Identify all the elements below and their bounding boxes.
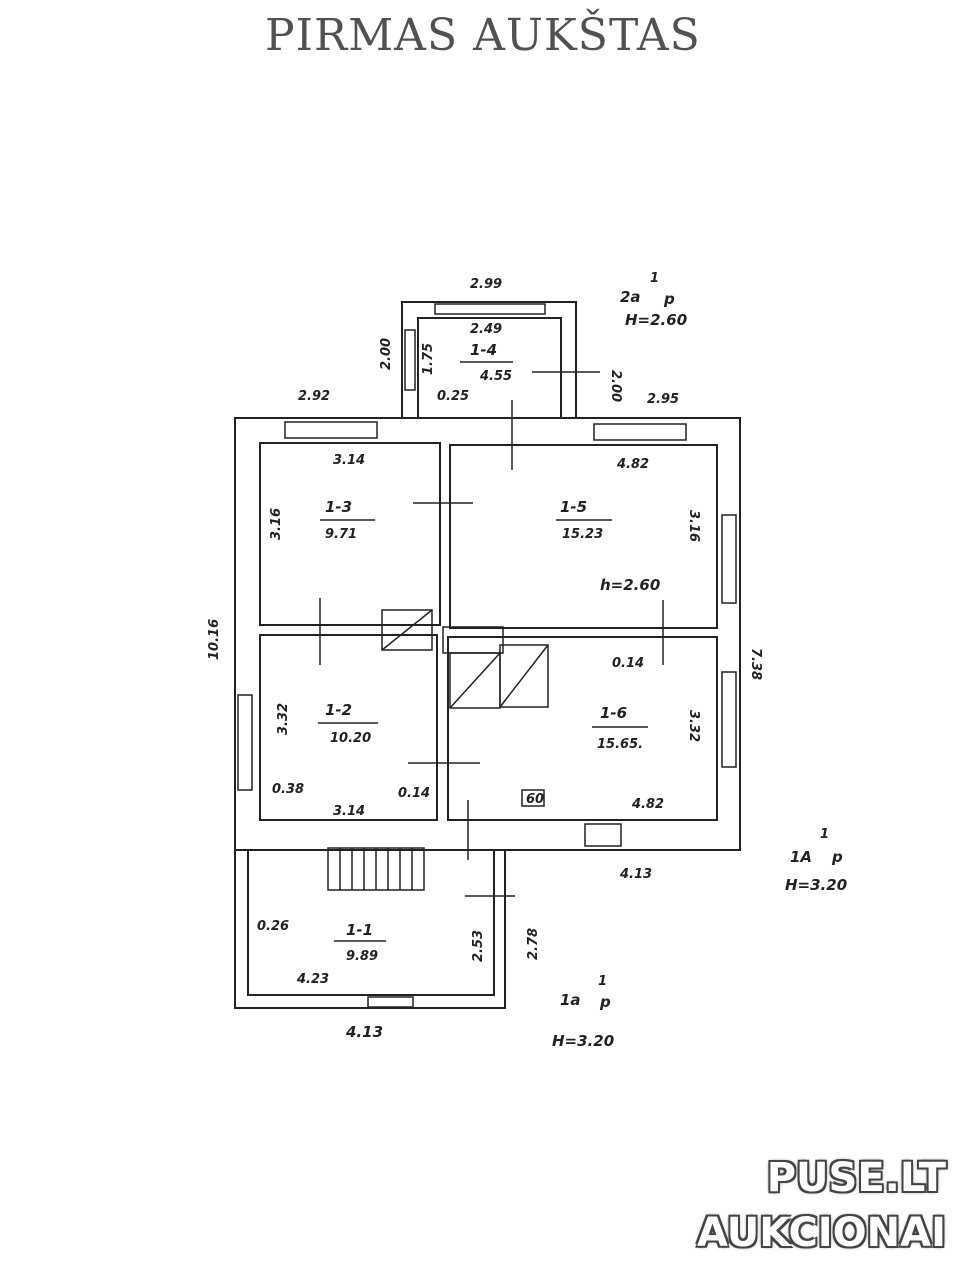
dimension-label: 4.82: [631, 797, 664, 812]
dimension-label: 3.16: [269, 508, 284, 540]
room-1-2-wall: [259, 634, 438, 821]
svg-text:1: 1: [820, 827, 829, 842]
room-1-5-id: 1-5: [560, 498, 587, 516]
dimension-label: 3.32: [686, 710, 701, 742]
windows: [237, 303, 737, 1008]
room-1-3-id: 1-3: [325, 498, 352, 516]
room-1-3-area: 9.71: [325, 527, 357, 542]
dimension-label: 0.25: [437, 389, 469, 404]
dimension-label: 7.38: [748, 648, 763, 680]
svg-text:p: p: [663, 290, 675, 308]
svg-text:1a: 1a: [560, 991, 581, 1009]
dimension-label: 2.78: [526, 928, 541, 960]
dimension-label: 3.14: [333, 453, 365, 468]
dimension-label: 3.32: [276, 703, 291, 735]
dimension-label: 0.14: [398, 786, 430, 801]
chimney-icon: [442, 626, 504, 654]
bottom-porch-inner: [247, 850, 495, 996]
svg-text:H=2.60: H=2.60: [625, 311, 687, 329]
dimension-label: 2.95: [647, 392, 679, 407]
svg-text:1: 1: [598, 974, 607, 989]
dimension-label: 2.92: [298, 389, 330, 404]
svg-text:2a: 2a: [620, 288, 641, 306]
annotation-main: 1A 1 p H=3.20: [785, 827, 847, 894]
room-1-1-area: 9.89: [346, 949, 378, 964]
dimension-label: 4.13: [619, 867, 652, 882]
room-1-6-id: 1-6: [600, 704, 627, 722]
watermark-line1: PUSE.LT: [766, 1155, 946, 1201]
bottom-porch-outer: [234, 850, 506, 1009]
top-porch-outer: [401, 301, 577, 418]
outer-wall: [234, 417, 741, 851]
svg-text:H=3.20: H=3.20: [552, 1032, 614, 1050]
floor-title: PIRMAS AUKŠTAS: [265, 10, 701, 61]
dimension-label: 2.00: [379, 338, 394, 370]
dimension-label: 0.26: [257, 919, 289, 934]
svg-text:p: p: [831, 848, 843, 866]
room-1-6-wall: [447, 636, 718, 821]
room-1-2-area: 10.20: [330, 731, 371, 746]
svg-text:H=3.20: H=3.20: [785, 876, 847, 894]
annotation-top-porch: 2a 1 p H=2.60: [620, 271, 687, 329]
dimension-label: h=2.60: [600, 576, 660, 594]
dimension-label: 4.82: [616, 457, 649, 472]
dimension-label: 2.99: [470, 277, 502, 292]
watermark-line2: AUKCIONAI: [697, 1210, 946, 1256]
stove-icon: [381, 609, 433, 651]
room-1-6-area: 15.65.: [597, 737, 643, 752]
dimension-label: 2.00: [608, 370, 623, 402]
dimension-label: 10.16: [207, 619, 222, 660]
room-1-1-id: 1-1: [346, 921, 373, 939]
room-1-2-id: 1-2: [325, 701, 352, 719]
top-porch-inner: [417, 317, 562, 418]
dimension-label: 3.14: [333, 804, 365, 819]
svg-text:p: p: [599, 993, 611, 1011]
svg-text:1: 1: [650, 271, 659, 286]
fixtures: [318, 361, 664, 942]
dimension-label: 0.14: [612, 656, 644, 671]
room-1-5-area: 15.23: [562, 527, 603, 542]
room-1-4-id: 1-4: [470, 341, 497, 359]
dimension-label: 2.53: [471, 930, 486, 962]
stairs-icon: [327, 847, 425, 891]
svg-text:1A: 1A: [790, 848, 812, 866]
stove-label: 60: [526, 792, 544, 807]
dimension-label: 3.16: [686, 510, 701, 542]
dimension-label: 4.13: [345, 1023, 383, 1041]
dimension-label: 1.75: [421, 343, 436, 375]
annotation-bottom-porch: 1a 1 p H=3.20: [552, 974, 614, 1050]
dimension-label: 0.38: [272, 782, 304, 797]
walls: [234, 301, 741, 1009]
dimension-label: 4.23: [296, 972, 329, 987]
oven-icon: [521, 789, 545, 807]
room-1-5-wall: [449, 444, 718, 629]
dimension-label: 2.49: [470, 322, 502, 337]
room-1-4-area: 4.55: [479, 369, 512, 384]
room-1-3-wall: [259, 442, 441, 626]
